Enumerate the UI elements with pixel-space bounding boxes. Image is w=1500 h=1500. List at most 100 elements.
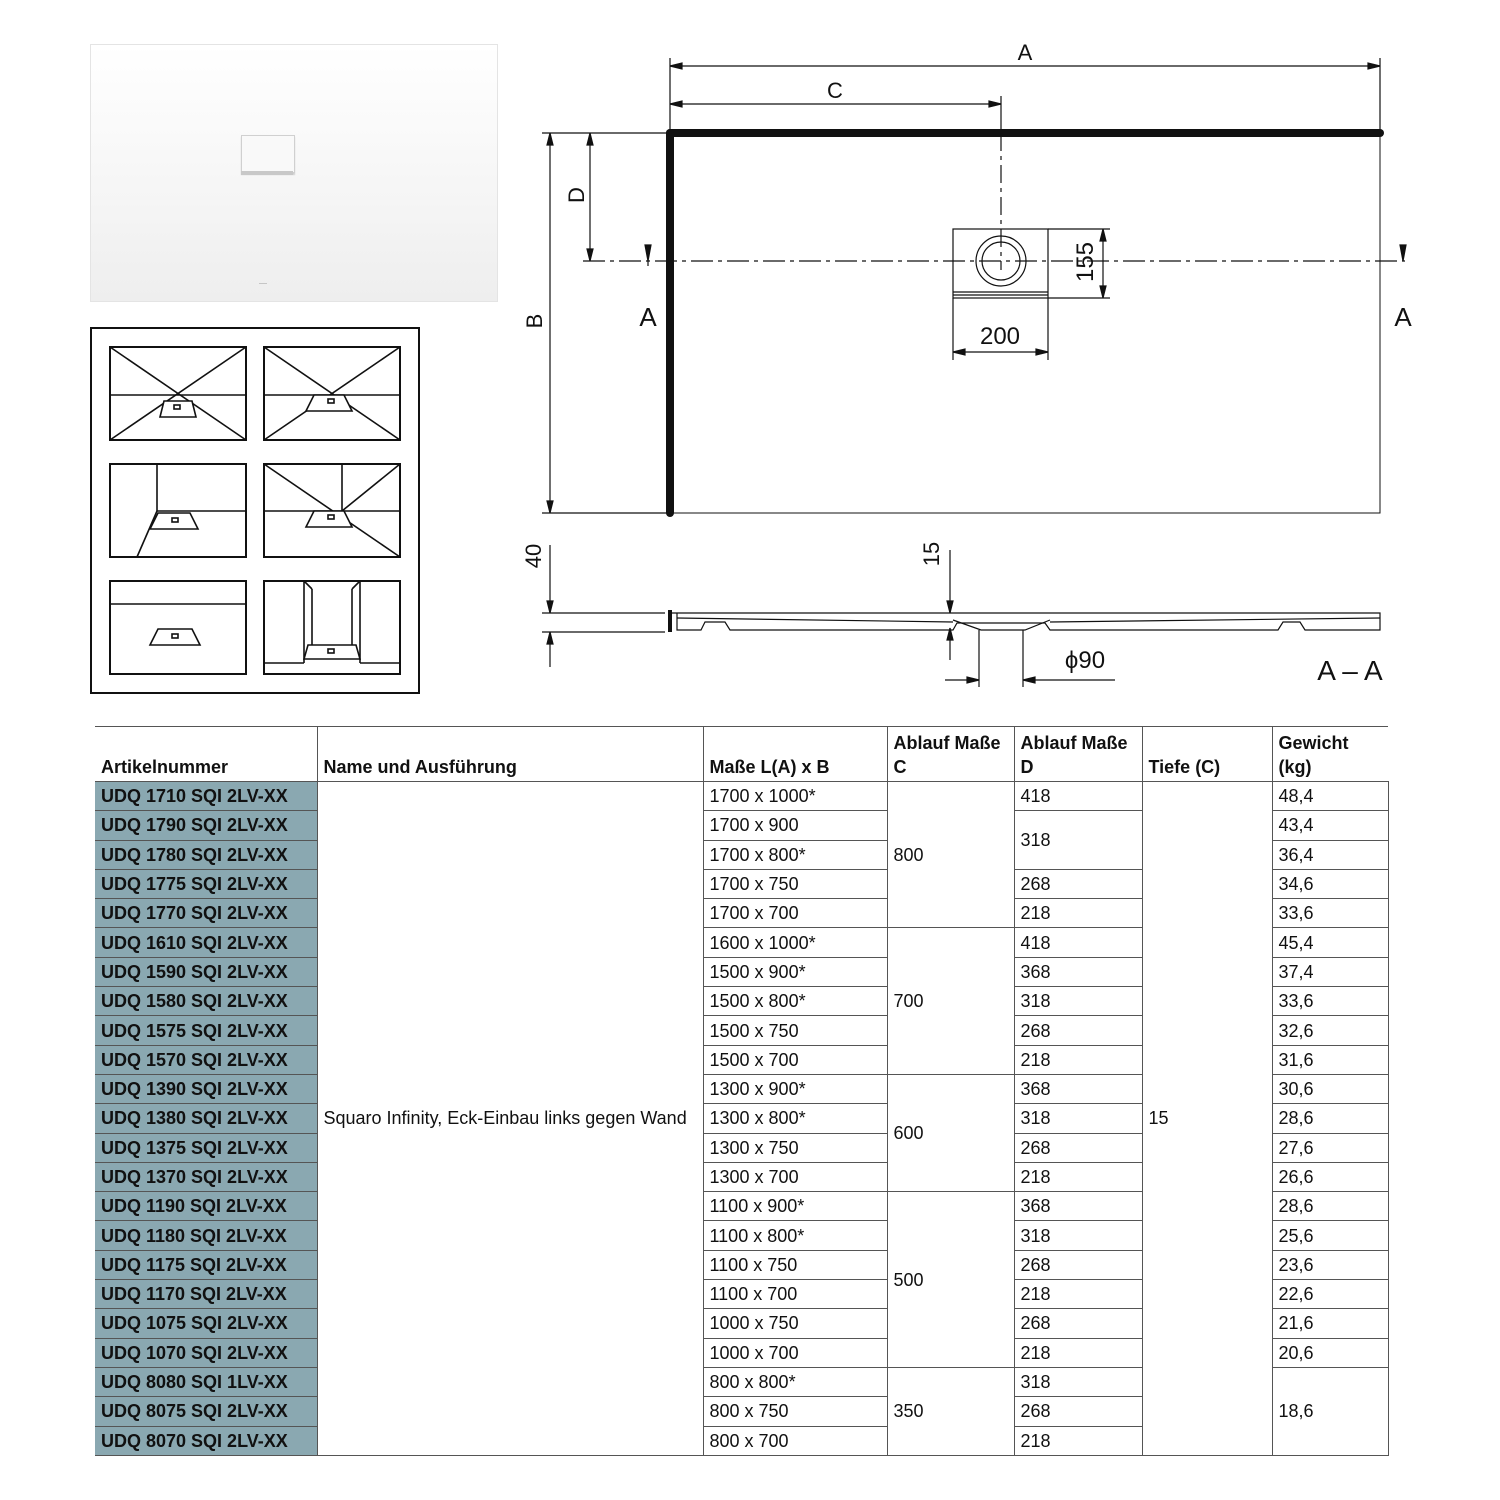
masse-cell: 1700 x 1000* xyxy=(702,780,888,812)
ablauf-d-cell: 218 xyxy=(1013,1425,1143,1456)
gewicht-cell: 34,6 xyxy=(1271,868,1389,900)
ablauf-c-cell: 600 xyxy=(886,1073,1015,1193)
masse-cell: 1000 x 700 xyxy=(702,1337,888,1368)
artikelnummer-cell: UDQ 1790 SQI 2LV-XX xyxy=(95,810,318,841)
gewicht-cell: 33,6 xyxy=(1271,898,1389,929)
gewicht-cell: 30,6 xyxy=(1271,1073,1389,1105)
spec-table: Artikelnummer Name und Ausführung Maße L… xyxy=(95,726,1389,1456)
artikelnummer-cell: UDQ 1710 SQI 2LV-XX xyxy=(95,780,318,812)
gewicht-cell: 32,6 xyxy=(1271,1015,1389,1046)
artikelnummer-cell: UDQ 1610 SQI 2LV-XX xyxy=(95,927,318,958)
masse-cell: 800 x 700 xyxy=(702,1425,888,1456)
gewicht-cell: 28,6 xyxy=(1271,1103,1389,1134)
artikelnummer-cell: UDQ 1590 SQI 2LV-XX xyxy=(95,956,318,988)
ablauf-d-cell: 268 xyxy=(1013,1249,1143,1281)
gewicht-cell: 37,4 xyxy=(1271,956,1389,988)
variant-wall-icon xyxy=(109,580,247,675)
masse-cell: 800 x 750 xyxy=(702,1396,888,1427)
ablauf-d-cell: 218 xyxy=(1013,1279,1143,1310)
header-ablauf-c-line2: C xyxy=(893,757,907,777)
masse-cell: 1100 x 800* xyxy=(702,1220,888,1251)
ablauf-c-cell: 350 xyxy=(886,1366,1015,1456)
masse-cell: 1100 x 750 xyxy=(702,1249,888,1281)
dim-label-15: 15 xyxy=(919,542,944,566)
header-name: Name und Ausführung xyxy=(316,726,703,782)
gewicht-cell: 36,4 xyxy=(1271,839,1389,870)
ablauf-d-cell: 418 xyxy=(1013,780,1143,812)
header-artikelnummer: Artikelnummer xyxy=(95,726,317,782)
section-marker-right: A xyxy=(1394,302,1412,332)
dimension-drawing-svg: A C D B A A 200 155 40 15 ϕ90 A – A xyxy=(521,40,1412,687)
ablauf-d-cell: 318 xyxy=(1013,986,1143,1017)
dim-label-diameter: ϕ90 xyxy=(1065,647,1105,674)
masse-cell: 1100 x 700 xyxy=(702,1279,888,1310)
gewicht-cell: 43,4 xyxy=(1271,810,1389,841)
ablauf-d-cell: 318 xyxy=(1013,1220,1143,1251)
masse-cell: 1300 x 700 xyxy=(702,1161,888,1193)
gewicht-cell: 22,6 xyxy=(1271,1279,1389,1310)
variant-alcove-icon xyxy=(263,580,401,675)
gewicht-cell: 33,6 xyxy=(1271,986,1389,1017)
ablauf-d-cell: 268 xyxy=(1013,1308,1143,1339)
artikelnummer-cell: UDQ 1770 SQI 2LV-XX xyxy=(95,898,318,929)
ablauf-d-cell: 268 xyxy=(1013,1396,1143,1427)
masse-cell: 1300 x 750 xyxy=(702,1132,888,1163)
drain-cover xyxy=(241,135,295,173)
table-row: UDQ 1790 SQI 2LV-XX 1700 x 900 318 43,4 xyxy=(95,810,1389,870)
name-cell: Squaro Infinity, Eck-Einbau links gegen … xyxy=(316,781,704,1456)
artikelnummer-cell: UDQ 1370 SQI 2LV-XX xyxy=(95,1161,318,1193)
variant-freestanding-icon xyxy=(109,346,247,441)
dim-label-c: C xyxy=(827,78,843,103)
ablauf-d-cell: 368 xyxy=(1013,1191,1143,1222)
dim-label-b: B xyxy=(522,314,547,329)
masse-cell: 1700 x 700 xyxy=(702,898,888,929)
header-gewicht: Gewicht (kg) xyxy=(1271,726,1388,782)
ablauf-d-cell: 318 xyxy=(1013,1103,1143,1134)
gewicht-cell: 48,4 xyxy=(1271,780,1389,812)
ablauf-d-cell: 218 xyxy=(1013,1161,1143,1193)
header-masse: Maße L(A) x B xyxy=(702,726,887,782)
ablauf-d-cell: 268 xyxy=(1013,868,1143,900)
artikelnummer-cell: UDQ 1180 SQI 2LV-XX xyxy=(95,1220,318,1251)
installation-variants-panel xyxy=(90,327,420,694)
ablauf-d-cell: 218 xyxy=(1013,898,1143,929)
brand-logo-mark xyxy=(259,283,267,289)
masse-cell: 1500 x 900* xyxy=(702,956,888,988)
masse-cell: 1300 x 900* xyxy=(702,1073,888,1105)
artikelnummer-cell: UDQ 1170 SQI 2LV-XX xyxy=(95,1279,318,1310)
artikelnummer-cell: UDQ 1070 SQI 2LV-XX xyxy=(95,1337,318,1368)
table-header-row: Artikelnummer Name und Ausführung Maße L… xyxy=(95,726,1388,782)
dim-label-155: 155 xyxy=(1072,242,1099,282)
tiefe-cell: 15 xyxy=(1141,781,1273,1456)
ablauf-d-cell: 318 xyxy=(1013,810,1143,870)
drain-slot xyxy=(241,171,293,175)
artikelnummer-cell: UDQ 1575 SQI 2LV-XX xyxy=(95,1015,318,1046)
section-title: A – A xyxy=(1317,655,1383,686)
artikelnummer-cell: UDQ 1375 SQI 2LV-XX xyxy=(95,1132,318,1163)
table-row: UDQ 1770 SQI 2LV-XX 1700 x 700 218 33,6 xyxy=(95,898,1389,929)
artikelnummer-cell: UDQ 1780 SQI 2LV-XX xyxy=(95,839,318,870)
artikelnummer-cell: UDQ 1570 SQI 2LV-XX xyxy=(95,1044,318,1075)
ablauf-d-cell: 418 xyxy=(1013,927,1143,958)
ablauf-d-cell: 218 xyxy=(1013,1044,1143,1075)
dim-label-40: 40 xyxy=(521,544,546,568)
table-row: UDQ 1170 SQI 2LV-XX 1100 x 700 218 22,6 xyxy=(95,1279,1389,1310)
ablauf-d-cell: 368 xyxy=(1013,1073,1143,1105)
dim-label-a: A xyxy=(1018,40,1033,65)
ablauf-c-cell: 500 xyxy=(886,1191,1015,1368)
masse-cell: 1700 x 900 xyxy=(702,810,888,841)
gewicht-cell: 18,6 xyxy=(1271,1366,1389,1456)
installation-variants-icons xyxy=(109,346,401,675)
ablauf-d-cell: 318 xyxy=(1013,1366,1143,1398)
gewicht-cell: 28,6 xyxy=(1271,1191,1389,1222)
artikelnummer-cell: UDQ 1580 SQI 2LV-XX xyxy=(95,986,318,1017)
